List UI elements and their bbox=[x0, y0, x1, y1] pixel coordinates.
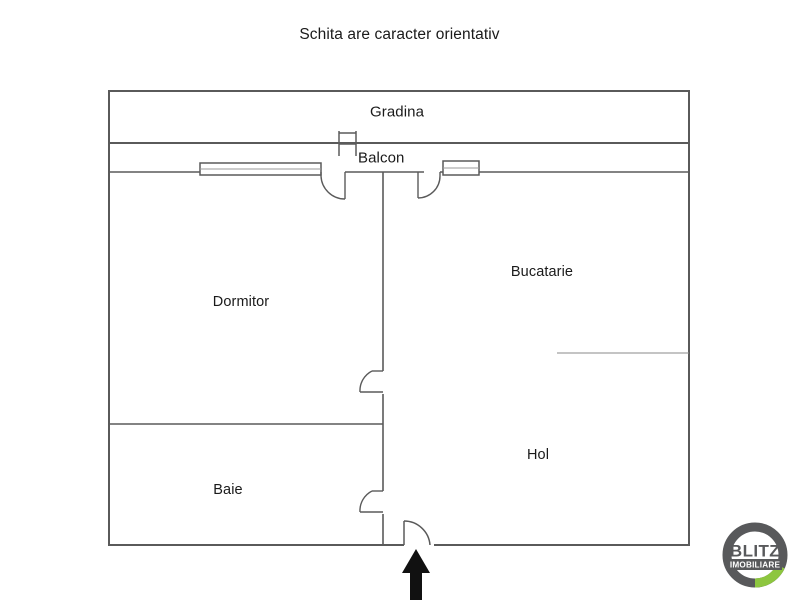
balcony-gate-icon bbox=[338, 131, 357, 156]
outer-walls bbox=[108, 90, 690, 546]
room-label-gradina: Gradina bbox=[369, 103, 425, 121]
logo-subtitle-text: IMOBILIARE bbox=[730, 561, 781, 570]
window-bucatarie-icon bbox=[442, 160, 480, 176]
door-balcon-bucatarie-icon bbox=[417, 172, 441, 199]
logo-brand-text: BLITZ bbox=[730, 542, 780, 561]
door-balcon-dormitor-icon bbox=[320, 172, 346, 200]
entrance-arrow-icon bbox=[402, 549, 430, 600]
door-dormitor-hol-icon bbox=[359, 370, 383, 393]
door-baie-hol-icon bbox=[359, 490, 383, 513]
door-entrance-icon bbox=[403, 520, 431, 546]
blitz-imobiliare-logo: BLITZ IMOBILIARE bbox=[718, 518, 792, 592]
room-label-hol: Hol bbox=[526, 447, 550, 463]
window-dormitor-icon bbox=[199, 162, 322, 176]
room-label-baie: Baie bbox=[213, 482, 243, 498]
room-label-bucatarie: Bucatarie bbox=[510, 264, 574, 280]
logo-graphic: BLITZ IMOBILIARE bbox=[722, 522, 788, 588]
room-label-dormitor: Dormitor bbox=[212, 294, 270, 310]
logo-subtitle-bar bbox=[728, 559, 782, 570]
page-title: Schita are caracter orientativ bbox=[299, 26, 500, 43]
room-label-balcon: Balcon bbox=[358, 149, 405, 167]
